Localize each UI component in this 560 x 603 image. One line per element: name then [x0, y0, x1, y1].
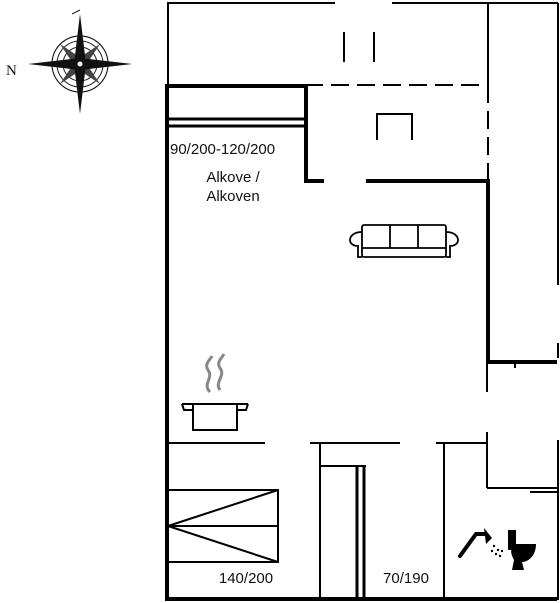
north-label: N: [6, 63, 17, 79]
sofa-icon: [349, 224, 459, 258]
alcove-bed-shelf: [168, 117, 305, 128]
bedroom-bed-size-label: 140/200: [219, 570, 273, 587]
window-icon: [343, 32, 375, 62]
main-walls: [165, 84, 557, 601]
outer-thin-walls: [167, 2, 559, 600]
alcove-label-line1: Alkove /: [206, 169, 260, 186]
cooking-pot-icon: [181, 353, 249, 431]
toilet-icon: [508, 530, 536, 570]
closet-walls: [320, 465, 366, 598]
single-bed-size-label: 70/190: [383, 570, 429, 587]
stove-hood-icon: [376, 113, 413, 140]
alcove-bed-size-label: 90/200-120/200: [170, 141, 275, 158]
double-bed-icon: [167, 489, 279, 563]
alcove-label-line2: Alkoven: [206, 188, 259, 205]
compass-rose-icon: [28, 9, 132, 114]
shower-icon: [458, 528, 504, 558]
interior-thin-walls: [168, 361, 558, 598]
